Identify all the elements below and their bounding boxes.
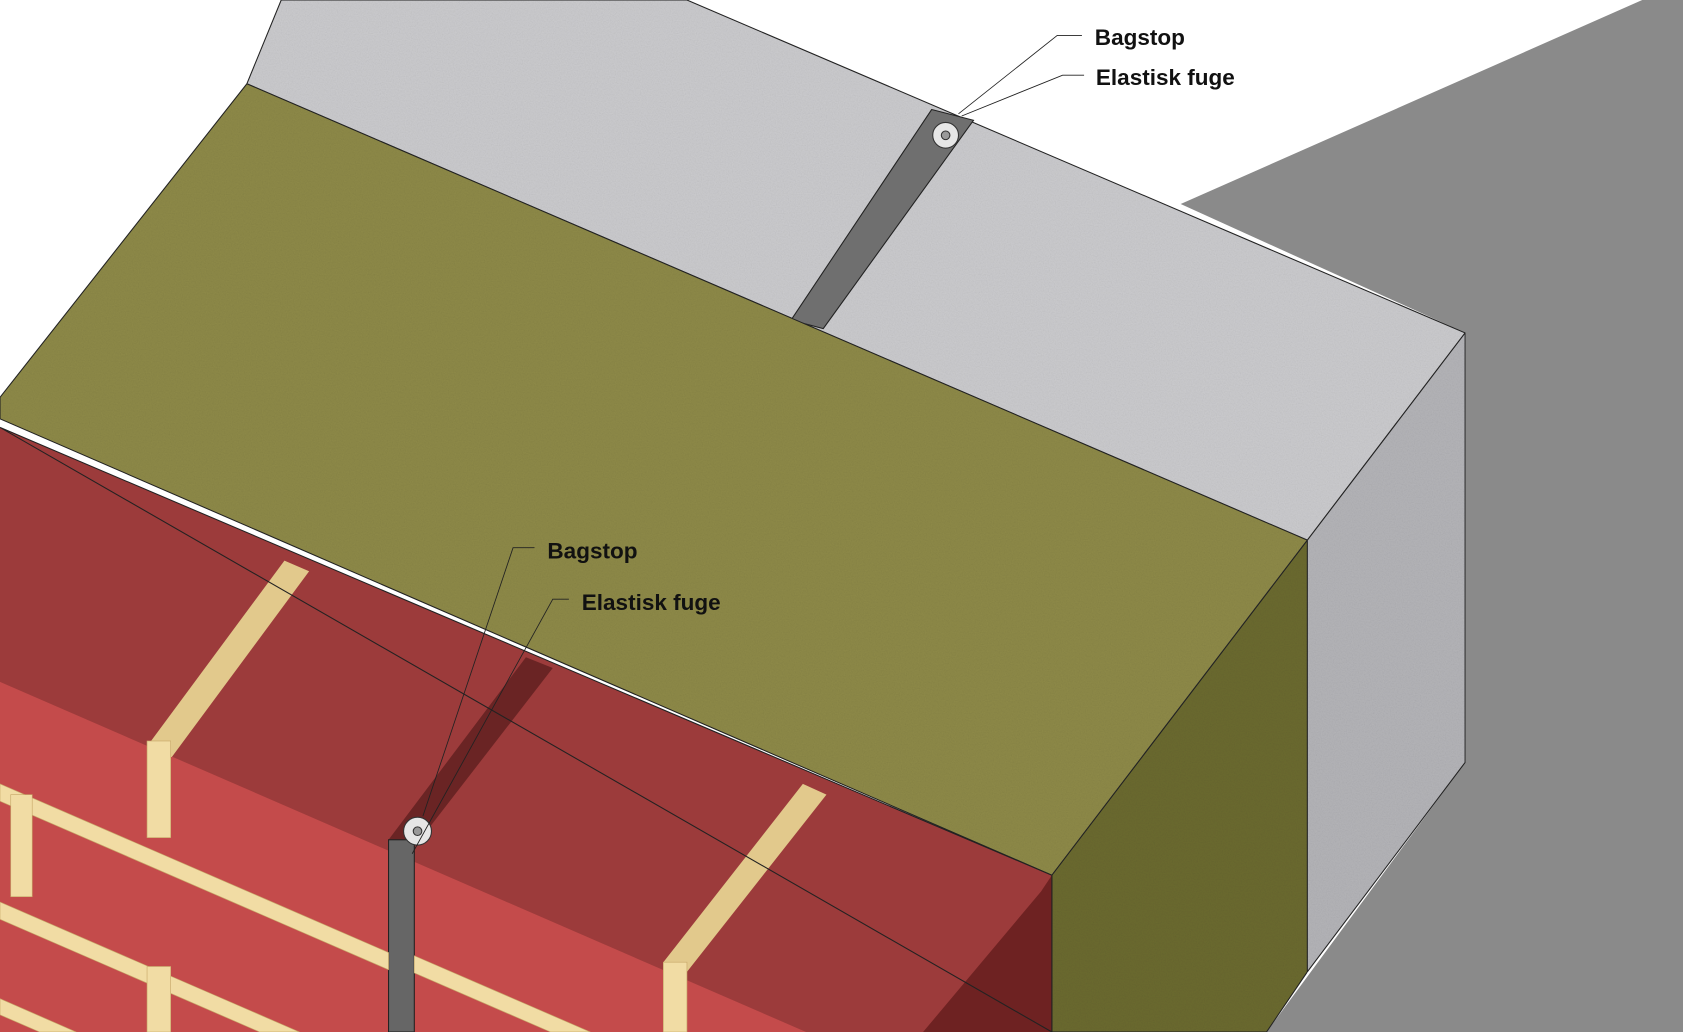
concrete-joint: [790, 108, 975, 330]
leader-lines: [411, 35, 1085, 854]
brick-end-face: [923, 875, 1052, 1032]
label-top-elastisk-fuge: Elastisk fuge: [1096, 65, 1235, 90]
leader-bottom-bagstop: [422, 547, 535, 817]
mortar-top-1: [147, 560, 310, 758]
leader-top-bagstop: [958, 35, 1082, 115]
label-top-bagstop: Bagstop: [1095, 25, 1185, 50]
leader-top-elastisk-fuge: [961, 74, 1085, 117]
label-bottom-bagstop: Bagstop: [547, 538, 637, 563]
brick-joint-gap: [388, 657, 553, 849]
background-wall: [1180, 0, 1683, 1032]
label-bottom-elastisk-fuge: Elastisk fuge: [582, 590, 721, 615]
mortar-top-2: [663, 783, 827, 972]
insulation-side-face: [1051, 538, 1308, 1032]
brick-front-mortar: [0, 740, 688, 1032]
bagstop-bottom: [403, 816, 433, 846]
brick-joint-rod: [388, 839, 415, 1032]
leader-bottom-elastisk-fuge: [411, 598, 569, 854]
brick-outline: [0, 426, 1053, 1032]
bagstop-top: [932, 121, 960, 149]
